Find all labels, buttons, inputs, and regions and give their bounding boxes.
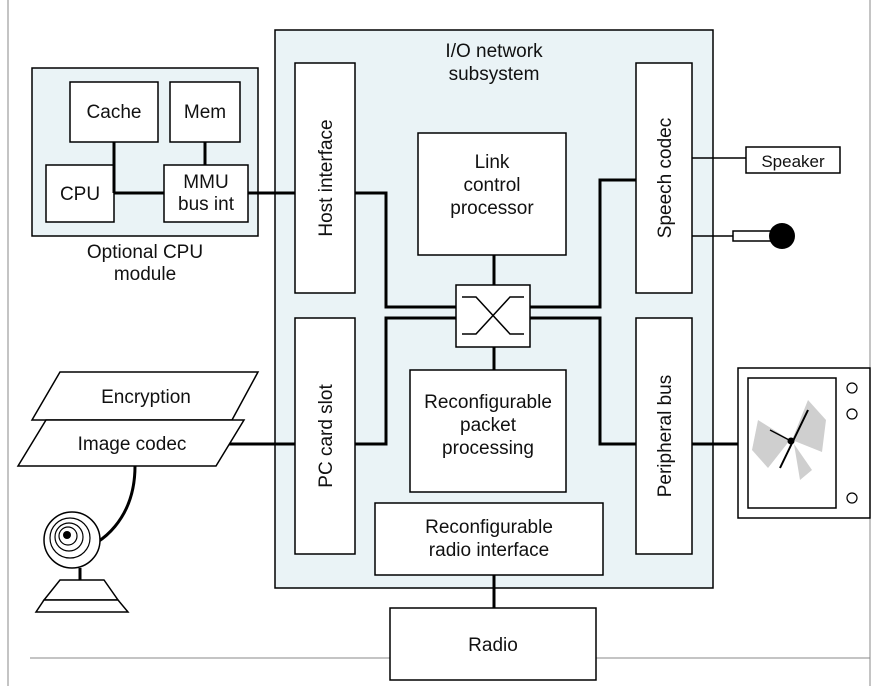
cpu-module-caption-2: module bbox=[114, 264, 176, 285]
packet-processing-label-3: processing bbox=[442, 438, 534, 459]
switch-peripheral-wire bbox=[530, 316, 636, 446]
switch-speech-wire bbox=[530, 178, 636, 309]
io-subsystem-title-2: subsystem bbox=[449, 64, 540, 85]
radio-interface-label-1: Reconfigurable bbox=[425, 517, 553, 538]
cache-label: Cache bbox=[87, 102, 142, 123]
radio-box bbox=[389, 607, 597, 681]
io-subsystem-title-1: I/O network bbox=[445, 41, 543, 62]
speech-codec-label: Speech codec bbox=[655, 118, 676, 238]
crossbar-switch-icon bbox=[462, 296, 524, 335]
link-control-label-3: processor bbox=[450, 198, 534, 219]
mmu-box bbox=[163, 164, 249, 223]
pc-card-slot-box bbox=[294, 317, 356, 555]
link-control-box bbox=[417, 132, 567, 256]
display-knob-2 bbox=[846, 408, 858, 420]
packet-processing-label-1: Reconfigurable bbox=[424, 392, 552, 413]
display-knob-1 bbox=[846, 382, 858, 394]
mmu-label-2: bus int bbox=[178, 194, 235, 215]
mic-stem bbox=[732, 230, 772, 242]
host-switch-wire bbox=[355, 191, 456, 309]
microphone-icon bbox=[769, 223, 795, 249]
display-knob-3 bbox=[846, 492, 858, 504]
radio-label: Radio bbox=[468, 635, 518, 656]
camera-icon bbox=[34, 511, 130, 613]
host-interface-label: Host interface bbox=[316, 119, 337, 236]
image-codec-label: Image codec bbox=[78, 434, 187, 455]
host-interface-box bbox=[294, 62, 356, 294]
packet-processing-label-2: packet bbox=[460, 415, 517, 436]
cpu-box bbox=[45, 164, 115, 223]
mmu-label-1: MMU bbox=[183, 172, 228, 193]
butterfly-icon bbox=[752, 400, 826, 480]
radio-interface-box bbox=[374, 502, 604, 576]
encryption-label: Encryption bbox=[101, 387, 191, 408]
speaker-label: Speaker bbox=[761, 152, 825, 171]
link-control-label-2: control bbox=[463, 175, 520, 196]
mem-label: Mem bbox=[184, 102, 226, 123]
pc-card-slot-label: PC card slot bbox=[316, 384, 337, 488]
speaker-box bbox=[745, 146, 841, 174]
link-control-label-1: Link bbox=[475, 152, 510, 173]
cpu-label: CPU bbox=[60, 184, 100, 205]
cpu-module-caption-1: Optional CPU bbox=[87, 242, 203, 263]
image-codec-box bbox=[16, 419, 246, 467]
switch-pccard-wire bbox=[355, 316, 456, 446]
peripheral-bus-label: Peripheral bus bbox=[655, 375, 676, 498]
cache-box bbox=[69, 81, 159, 143]
speech-codec-box bbox=[635, 62, 693, 294]
packet-processing-box bbox=[409, 369, 567, 493]
radio-interface-label-2: radio interface bbox=[429, 540, 549, 561]
peripheral-bus-box bbox=[635, 317, 693, 555]
